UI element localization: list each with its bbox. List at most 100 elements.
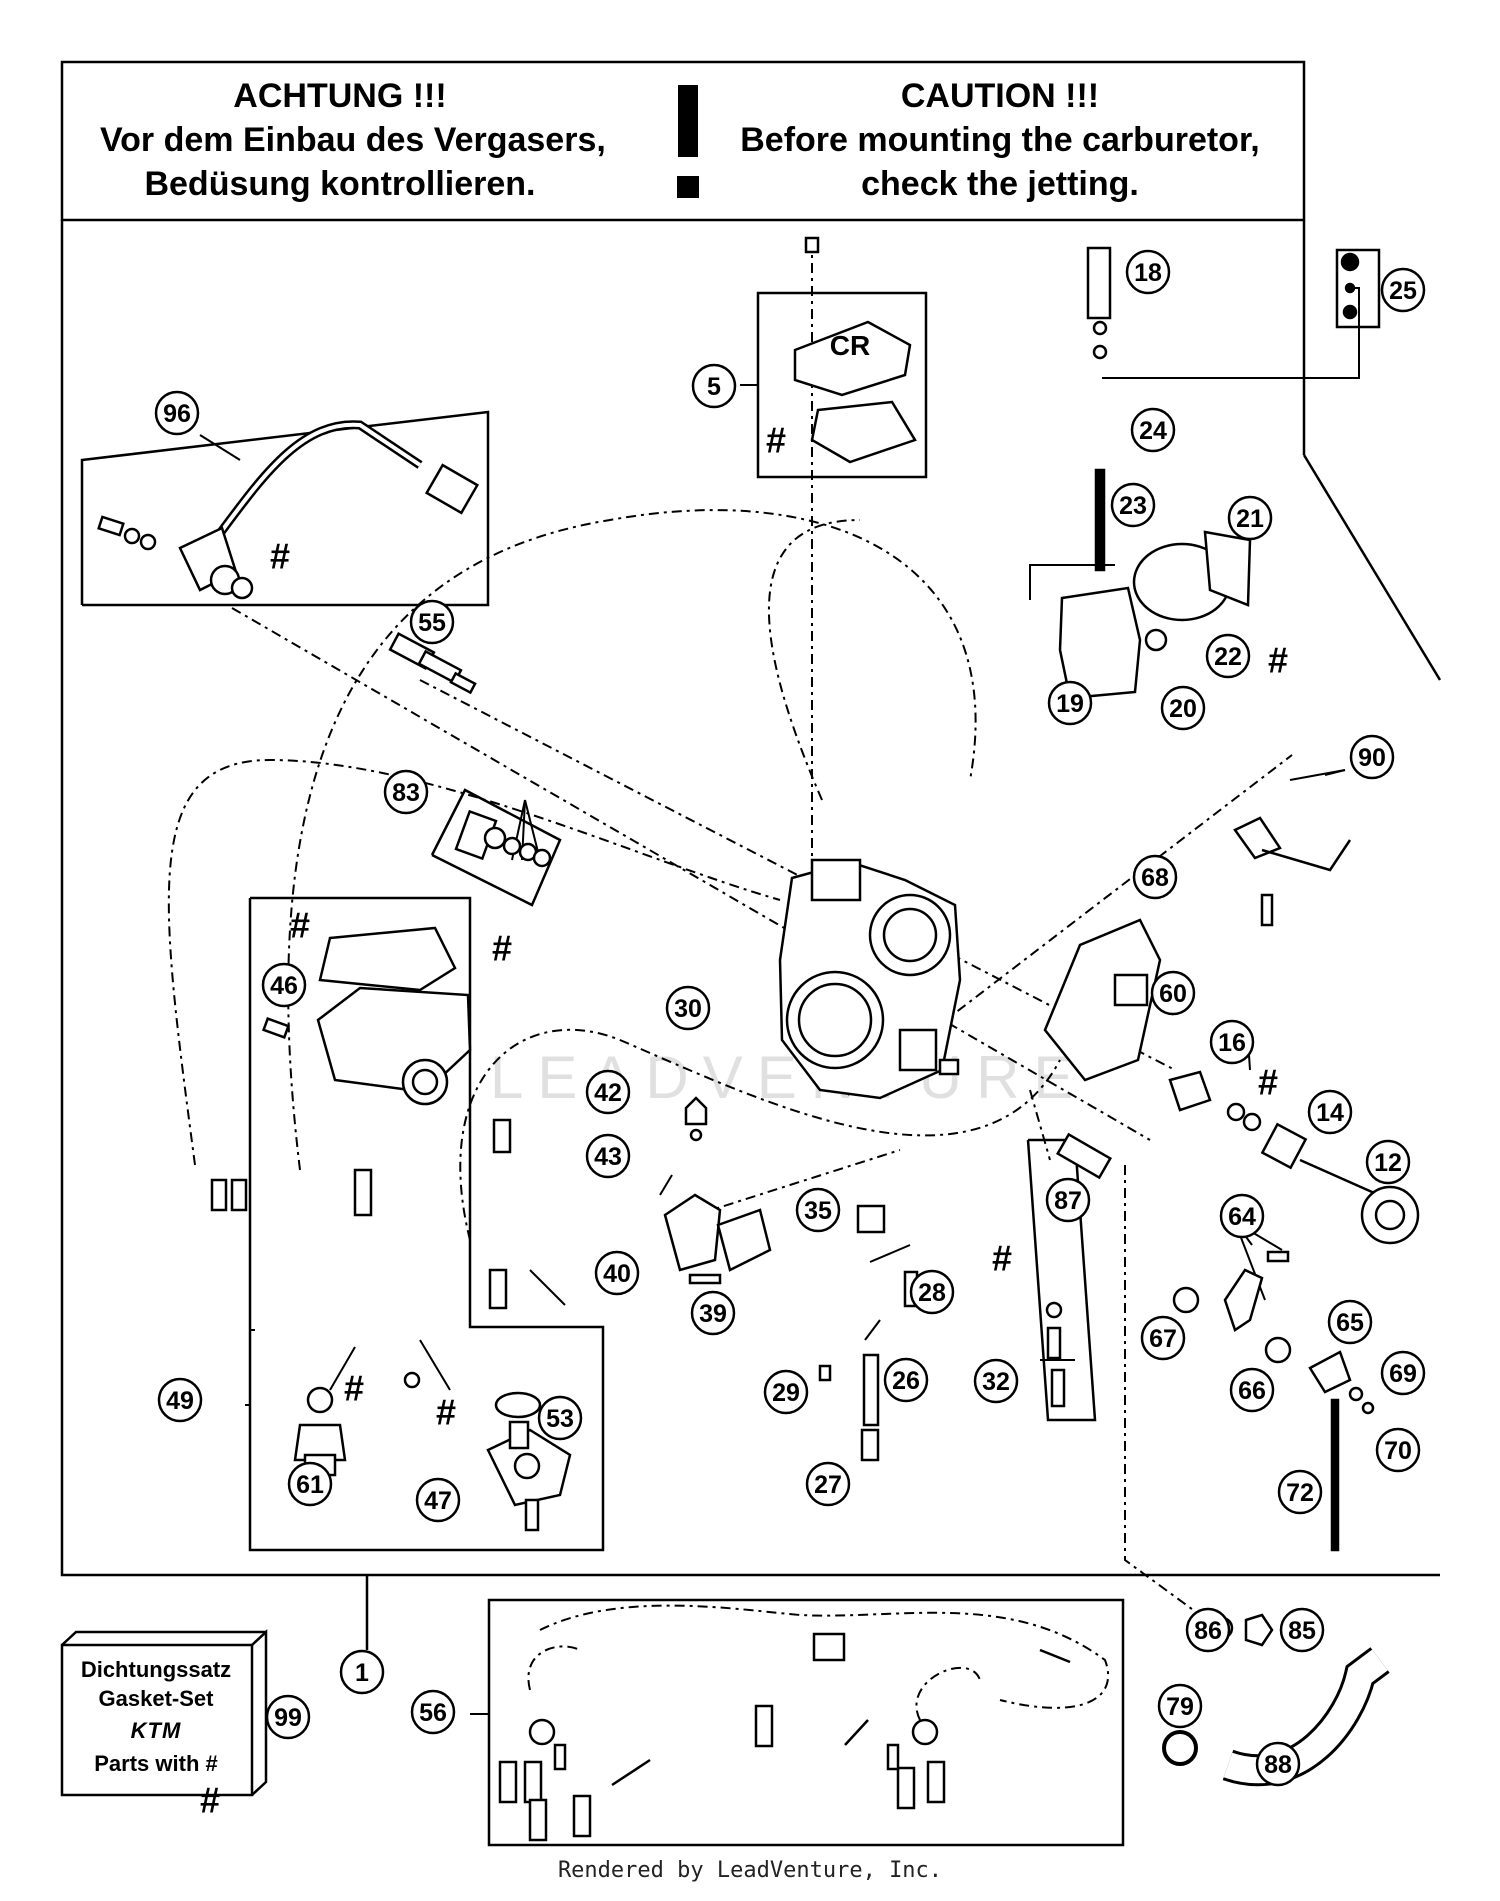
watermark-text: LEADVENTURE <box>490 1044 1087 1111</box>
callout-24: 24 <box>1130 407 1176 453</box>
warning-english: CAUTION !!! Before mounting the carburet… <box>740 74 1260 206</box>
callout-number: 83 <box>392 779 420 807</box>
callout-circle <box>1140 1315 1186 1361</box>
callout-28: 28 <box>909 1269 955 1315</box>
callout-circle <box>1209 1019 1255 1065</box>
callout-circle <box>795 1187 841 1233</box>
jet-kit <box>1045 1301 1066 1408</box>
callout-69: 69 <box>1380 1350 1426 1396</box>
callout-96: 96 <box>154 390 200 436</box>
callout-83: 83 <box>383 769 429 815</box>
callout-circle <box>1255 1741 1301 1787</box>
sensor-box <box>80 410 490 607</box>
callout-55: 55 <box>409 599 455 645</box>
callout-26: 26 <box>883 1357 929 1403</box>
callout-number: 30 <box>674 995 702 1023</box>
hash-mark: # <box>270 536 290 577</box>
clamp <box>1162 1730 1198 1766</box>
callout-circle <box>805 1461 851 1507</box>
callout-number: 26 <box>892 1367 920 1395</box>
hash-mark: # <box>1268 640 1288 681</box>
callout-number: 28 <box>918 1279 946 1307</box>
callout-67: 67 <box>1140 1315 1186 1361</box>
callout-circle <box>1229 1367 1275 1413</box>
kit-hose-1 <box>539 1604 1110 1709</box>
warning-german-line2: Bedüsung kontrollieren. <box>144 165 536 203</box>
callout-circle <box>261 962 307 1008</box>
callout-87: 87 <box>1045 1177 1091 1223</box>
callout-72: 72 <box>1277 1469 1323 1515</box>
callout-90: 90 <box>1349 734 1395 780</box>
callout-number: 25 <box>1389 277 1417 305</box>
callout-66: 66 <box>1229 1367 1275 1413</box>
callout-1: 1 <box>339 1649 385 1695</box>
credit-text: Rendered by LeadVenture, Inc. <box>557 1858 943 1883</box>
hose-kit-parts <box>498 1632 1071 1842</box>
callout-39: 39 <box>690 1290 736 1336</box>
callout-43: 43 <box>585 1133 631 1179</box>
callout-circle <box>1380 267 1426 313</box>
callout-68: 68 <box>1132 854 1178 900</box>
callout-number: 85 <box>1288 1617 1316 1645</box>
cover-screw <box>804 236 820 254</box>
callout-circle <box>1157 1683 1203 1729</box>
hose-kit-box <box>487 1598 1125 1847</box>
hash-marks: ########## <box>200 420 1288 1821</box>
callout-circle <box>1279 1607 1325 1653</box>
throttle-valve <box>1058 246 1252 700</box>
callout-number: 16 <box>1218 1029 1246 1057</box>
callout-circle <box>1185 1607 1231 1653</box>
callout-number: 24 <box>1139 417 1167 445</box>
warning-german-title: ACHTUNG !!! <box>233 77 447 115</box>
callout-number: 55 <box>418 609 446 637</box>
warning-german-line1: Vor dem Einbau des Vergasers, <box>100 121 606 159</box>
callout-number: 86 <box>1194 1617 1222 1645</box>
callout-circle <box>287 1461 333 1507</box>
callout-circle <box>665 985 711 1031</box>
top-hose <box>767 519 861 801</box>
callout-circle <box>1227 495 1273 541</box>
callout-number: 47 <box>424 1487 452 1515</box>
warning-frame <box>60 60 1306 222</box>
callout-99: 99 <box>265 1694 311 1740</box>
kit-hose-2 <box>527 1645 581 1691</box>
callout-21: 21 <box>1227 495 1273 541</box>
callout-number: 65 <box>1336 1309 1364 1337</box>
callout-circle <box>265 1694 311 1740</box>
callout-circle <box>691 363 737 409</box>
callout-46: 46 <box>261 962 307 1008</box>
callout-65: 65 <box>1327 1299 1373 1345</box>
callout-circle <box>1160 685 1206 731</box>
callout-number: 14 <box>1316 1099 1344 1127</box>
parts: CR <box>97 236 1420 1842</box>
ktm-logo: KTM <box>130 1718 182 1743</box>
callout-number: 39 <box>699 1300 727 1328</box>
warning-english-line2: check the jetting. <box>861 165 1139 203</box>
hash-mark: # <box>492 928 512 969</box>
callout-number: 67 <box>1149 1325 1177 1353</box>
callout-64: 64 <box>1219 1193 1265 1239</box>
callout-circle <box>1380 1350 1426 1396</box>
axis-sensor <box>231 607 1151 1141</box>
callout-circle <box>585 1069 631 1115</box>
float-bowl-box <box>248 896 605 1552</box>
callout-40: 40 <box>594 1250 640 1296</box>
callout-number: 1 <box>355 1659 369 1687</box>
hash-mark: # <box>290 905 310 946</box>
callout-number: 69 <box>1389 1360 1417 1388</box>
callout-circle <box>415 1477 461 1523</box>
part-25 <box>1340 252 1360 320</box>
callout-circle <box>594 1250 640 1296</box>
callout-number: 22 <box>1214 643 1242 671</box>
throttle-lever <box>1172 1250 1375 1552</box>
callout-number: 46 <box>270 972 298 1000</box>
callout-12: 12 <box>1365 1139 1411 1185</box>
callout-circle <box>339 1649 385 1695</box>
throttle-sensor <box>97 420 480 600</box>
idle-screw <box>1056 1132 1112 1180</box>
callout-circle <box>157 1377 203 1423</box>
callout-14: 14 <box>1307 1089 1353 1135</box>
callout-number: 96 <box>163 400 191 428</box>
